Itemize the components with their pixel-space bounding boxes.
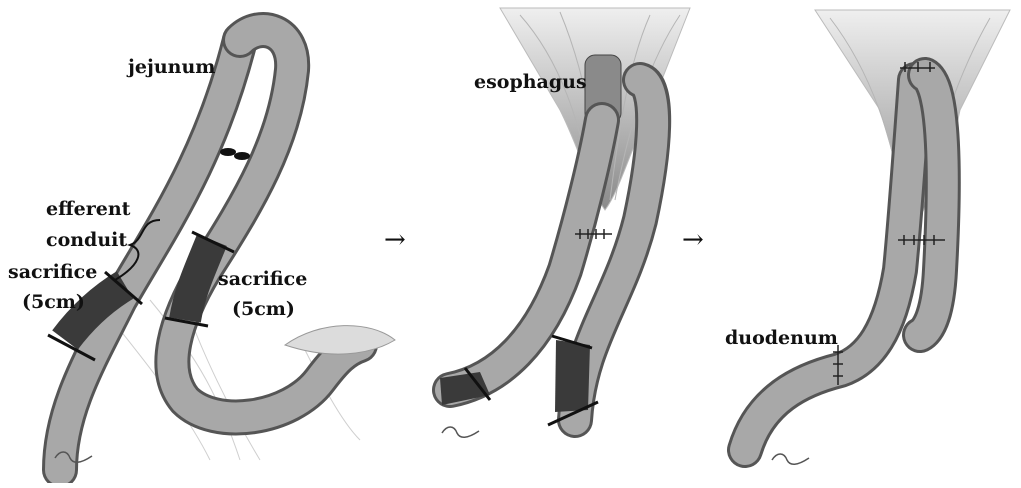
label-esophagus: esophagus (474, 71, 587, 93)
sacrificed-segment-right (555, 340, 590, 412)
panel-3-final-reconstruction (745, 10, 1010, 464)
mesentery-flap (285, 326, 395, 354)
artist-signature (772, 454, 809, 464)
sacrificed-segment-right (185, 240, 212, 320)
step-arrow: → (682, 225, 704, 255)
label-efferent: efferent (46, 198, 131, 220)
label-conduit: conduit (46, 229, 127, 251)
label-sacrifice-left: sacrifice (8, 261, 97, 283)
label-sacrifice-left-length: (5cm) (22, 291, 85, 313)
label-sacrifice-right-length: (5cm) (232, 298, 295, 320)
label-duodenum: duodenum (725, 327, 838, 349)
label-jejunum: jejunum (126, 56, 215, 78)
artist-signature (442, 427, 479, 437)
step-arrow: → (384, 225, 406, 255)
label-sacrifice-right: sacrifice (218, 268, 307, 290)
enterotomy-mark (234, 152, 250, 160)
enterotomy-mark (220, 148, 236, 156)
